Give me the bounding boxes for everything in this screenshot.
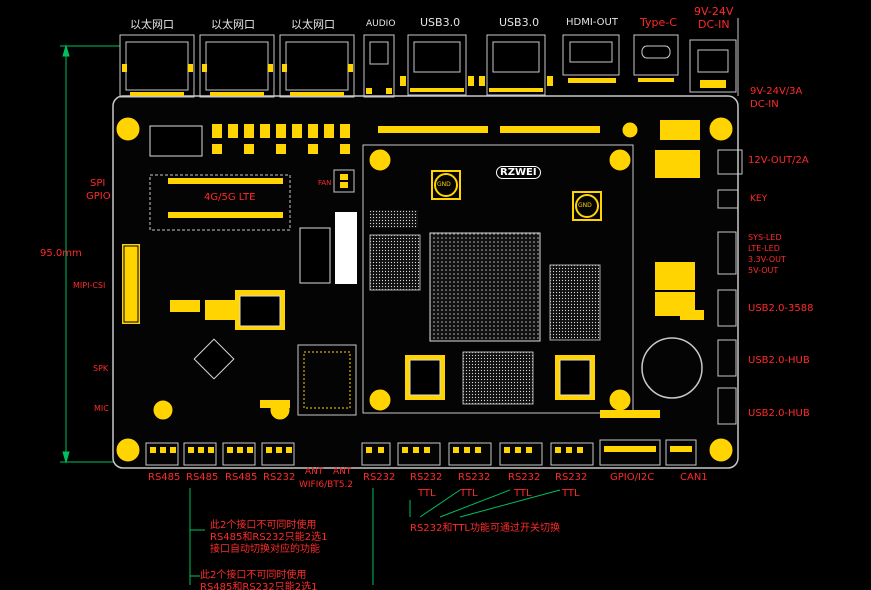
dimension-line [60,44,120,464]
label-gpio: GPIO [86,191,111,202]
leader-lines [189,488,561,585]
label-gpio-i2c: GPIO/I2C [610,472,655,483]
label-hdmi: HDMI-OUT [566,17,618,28]
note-2: RS232和TTL功能可通过开关切换 [410,523,560,534]
lte-slot [149,174,291,231]
label-ttl-2: TTL [460,488,478,499]
label-usb3-2: USB3.0 [499,16,540,29]
label-eth-3: 以太网口 [291,18,335,31]
gnd-pad-label-2: GND [578,202,592,209]
ethernet-ports [119,34,355,98]
gnd-pads [431,170,602,221]
label-rs232-6: RS232 [555,472,588,483]
fan-connector [333,169,355,193]
usb3-ports [407,34,546,96]
typec-port [633,34,679,82]
audio-jack [363,34,395,98]
label-wifi-bt: WIFI6/BT5.2 [299,480,354,490]
label-ant-2: ANT [333,467,352,477]
note-1-line-1: 此2个接口不可同时使用 [210,520,317,531]
label-spi: SPI [90,178,106,189]
shield-label [335,212,357,284]
label-usb3-1: USB3.0 [420,16,461,29]
label-3v3-out: 3.3V-OUT [748,255,786,264]
label-rs485-1: RS485 [148,472,181,483]
wifi-module [297,344,357,416]
gnd-pad-label-1: GND [437,181,451,188]
core-module [362,144,634,414]
label-sys-led: SYS-LED [748,233,782,242]
ram-chip-1 [369,234,421,291]
label-mipi-csi: MIPI-CSI [73,281,106,290]
soc-chip [429,232,541,342]
ic-chips [149,125,591,396]
label-rs485-3: RS485 [225,472,258,483]
bottom-connector-pins [150,446,692,453]
label-dc-in-top: DC-IN [698,18,730,31]
hdmi-port [562,34,620,83]
note-3-line-2: RS485和RS232只能2选1 [200,582,318,590]
note-1-line-3: 接口自动切换对应的功能 [210,544,320,555]
label-rs485-2: RS485 [186,472,219,483]
brand-logo: RZWEI [496,166,541,179]
label-lte-led: LTE-LED [748,244,780,253]
label-rs232-2: RS232 [363,472,396,483]
label-can1: CAN1 [680,472,708,483]
usb3-pins [400,76,553,92]
note-1-line-2: RS485和RS232只能2选1 [210,532,328,543]
label-rs232-4: RS232 [458,472,491,483]
note-3-line-1: 此2个接口不可同时使用 [200,570,307,581]
ethernet-pins [122,64,353,96]
right-edge-connectors [717,149,743,425]
ram-chip-2 [549,264,601,341]
label-typec: Type-C [640,16,677,29]
label-rs232-1: RS232 [263,472,296,483]
label-ant-1: ANT [305,467,324,477]
label-12v-out: 12V-OUT/2A [748,155,809,166]
label-eth-1: 以太网口 [130,18,174,31]
label-rs232-3: RS232 [410,472,443,483]
label-dc-in-top-voltage: 9V-24V [694,5,734,18]
label-mic: MIC [94,404,109,413]
fpc-connectors [122,126,600,324]
label-dc-in: DC-IN [750,99,779,110]
bottom-connectors [145,439,697,466]
pmic-chip [370,210,418,228]
emmc-chip [462,351,534,405]
label-usb-hub-2: USB2.0-HUB [748,408,810,419]
rtc-battery [641,337,703,399]
label-lte-slot: 4G/5G LTE [204,192,256,203]
label-dimension: 95.0mm [40,248,82,259]
label-spk: SPK [93,364,109,373]
label-eth-2: 以太网口 [211,18,255,31]
label-ttl-4: TTL [562,488,580,499]
label-ttl-1: TTL [418,488,436,499]
label-ttl-3: TTL [514,488,532,499]
label-rs232-5: RS232 [508,472,541,483]
label-dc-in-voltage: 9V-24V/3A [750,86,803,97]
label-5v-out: 5V-OUT [748,266,779,275]
label-usb-hub-1: USB2.0-HUB [748,355,810,366]
dc-jack [689,39,737,93]
label-usb-3588: USB2.0-3588 [748,303,814,314]
label-fan: FAN [318,179,332,187]
label-key: KEY [750,194,768,204]
label-audio: AUDIO [366,19,396,29]
